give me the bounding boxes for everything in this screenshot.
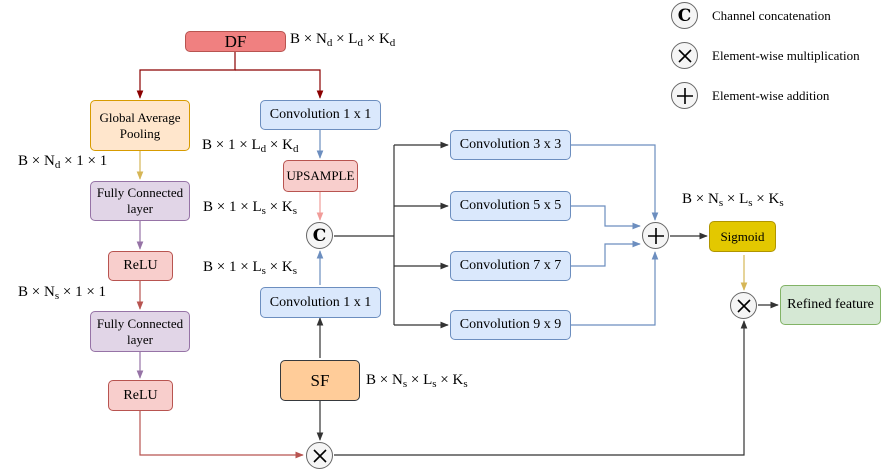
relu-2: ReLU bbox=[108, 380, 173, 411]
legend-multiply-icon bbox=[671, 42, 698, 69]
add-operator bbox=[642, 222, 669, 249]
convolution-3x3: Convolution 3 x 3 bbox=[450, 130, 571, 160]
edge-conv7-add bbox=[571, 240, 641, 267]
fully-connected-layer-2: Fully Connected layer bbox=[90, 311, 190, 352]
shape-label-conv-sf-out: B × 1 × Ls × Ks bbox=[203, 259, 297, 277]
refined-feature-node: Refined feature bbox=[780, 285, 881, 325]
shape-label-gap-out: B × Nd × 1 × 1 bbox=[18, 153, 108, 171]
multiply-operator-bottom bbox=[306, 442, 333, 469]
fully-connected-layer-1: Fully Connected layer bbox=[90, 181, 190, 221]
shape-label-df: B × Nd × Ld × Kd bbox=[290, 31, 396, 49]
edge-mult-mult bbox=[334, 320, 748, 456]
sf-node: SF bbox=[280, 360, 360, 401]
convolution-1x1-df: Convolution 1 x 1 bbox=[260, 100, 381, 130]
convolution-9x9: Convolution 9 x 9 bbox=[450, 310, 571, 340]
sigmoid-node: Sigmoid bbox=[709, 221, 776, 252]
legend-add-label: Element-wise addition bbox=[712, 88, 830, 103]
edge-relu2-mult bbox=[139, 411, 304, 459]
upsample-node: UPSAMPLE bbox=[283, 160, 358, 192]
legend-multiply-label: Element-wise multiplication bbox=[712, 48, 860, 63]
df-node: DF bbox=[185, 31, 286, 52]
shape-label-fc-out: B × Ns × 1 × 1 bbox=[18, 284, 107, 302]
shape-label-upsample-out: B × 1 × Ls × Ks bbox=[203, 199, 297, 217]
convolution-1x1-sf: Convolution 1 x 1 bbox=[260, 287, 381, 318]
edge-df-to-conv bbox=[235, 69, 324, 99]
relu-1: ReLU bbox=[108, 251, 173, 281]
convolution-5x5: Convolution 5 x 5 bbox=[450, 191, 571, 221]
global-average-pooling-node: Global Average Pooling bbox=[90, 100, 190, 151]
shape-label-sf: B × Ns × Ls × Ks bbox=[366, 372, 468, 390]
edge-conv5-add bbox=[571, 205, 641, 230]
legend-concat-label: Channel concatenation bbox=[712, 8, 831, 23]
shape-label-conv-df-out: B × 1 × Ld × Kd bbox=[202, 137, 299, 155]
shape-label-sum-out: B × Ns × Ls × Ks bbox=[682, 191, 784, 209]
concat-operator: C bbox=[306, 222, 333, 249]
edge-df-split bbox=[136, 52, 236, 99]
convolution-7x7: Convolution 7 x 7 bbox=[450, 251, 571, 281]
edge-conv9-add bbox=[571, 251, 659, 326]
edge-conv3-add bbox=[571, 144, 659, 221]
legend-add-icon bbox=[671, 82, 698, 109]
multiply-operator-right bbox=[730, 292, 757, 319]
legend-concat-icon: C bbox=[671, 2, 698, 29]
